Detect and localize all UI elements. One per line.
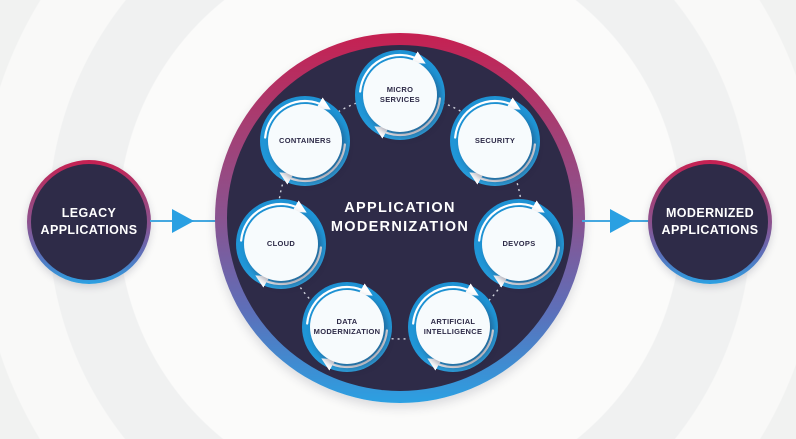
satellite-circle: ARTIFICIAL INTELLIGENCE: [416, 290, 490, 364]
satellite-circle: MICRO SERVICES: [363, 58, 437, 132]
modernized-label-line2: APPLICATIONS: [661, 223, 759, 237]
flow-arrow-left: [150, 209, 226, 233]
modernized-label-line1: MODERNIZED: [665, 205, 755, 220]
legacy-applications-node: LEGACY APPLICATIONS: [27, 160, 151, 284]
flow-arrow-right: [582, 209, 650, 233]
satellite-circle: DEVOPS: [482, 207, 556, 281]
satellite-data-modernization: DATA MODERNIZATION: [302, 282, 392, 372]
satellite-label-line: DATA: [336, 316, 358, 326]
hub-title: APPLICATION MODERNIZATION: [215, 199, 585, 236]
legacy-applications-circle: LEGACY APPLICATIONS: [31, 164, 147, 280]
legacy-label-line2: APPLICATIONS: [40, 223, 138, 237]
satellite-label-line: MICRO: [386, 84, 414, 94]
satellite-label-line: SERVICES: [379, 95, 421, 104]
satellite-devops: DEVOPS: [474, 199, 564, 289]
hub-title-line1: APPLICATION: [344, 200, 456, 216]
satellite-label-line: INTELLIGENCE: [423, 327, 483, 336]
satellite-circle: CONTAINERS: [268, 104, 342, 178]
satellite-micro-services: MICRO SERVICES: [355, 50, 445, 140]
satellite-label-line: SECURITY: [474, 135, 516, 145]
satellite-containers: CONTAINERS: [260, 96, 350, 186]
satellite-security: SECURITY: [450, 96, 540, 186]
satellite-cloud: CLOUD: [236, 199, 326, 289]
modernized-applications-node: MODERNIZED APPLICATIONS: [648, 160, 772, 284]
satellite-artificial-intelligence: ARTIFICIAL INTELLIGENCE: [408, 282, 498, 372]
modernized-applications-circle: MODERNIZED APPLICATIONS: [652, 164, 768, 280]
legacy-label-line1: LEGACY: [61, 205, 117, 220]
arrow-right-icon: [610, 209, 632, 233]
arrow-right-icon: [172, 209, 194, 233]
satellite-circle: CLOUD: [244, 207, 318, 281]
satellite-label-line: MODERNIZATION: [313, 327, 381, 336]
satellite-label-line: ARTIFICIAL: [430, 316, 476, 326]
satellite-label-line: CLOUD: [266, 238, 296, 248]
satellite-circle: SECURITY: [458, 104, 532, 178]
hub-title-line2: MODERNIZATION: [330, 218, 470, 235]
satellite-label-line: CONTAINERS: [278, 135, 332, 145]
satellite-circle: DATA MODERNIZATION: [310, 290, 384, 364]
satellite-label-line: DEVOPS: [502, 238, 536, 248]
